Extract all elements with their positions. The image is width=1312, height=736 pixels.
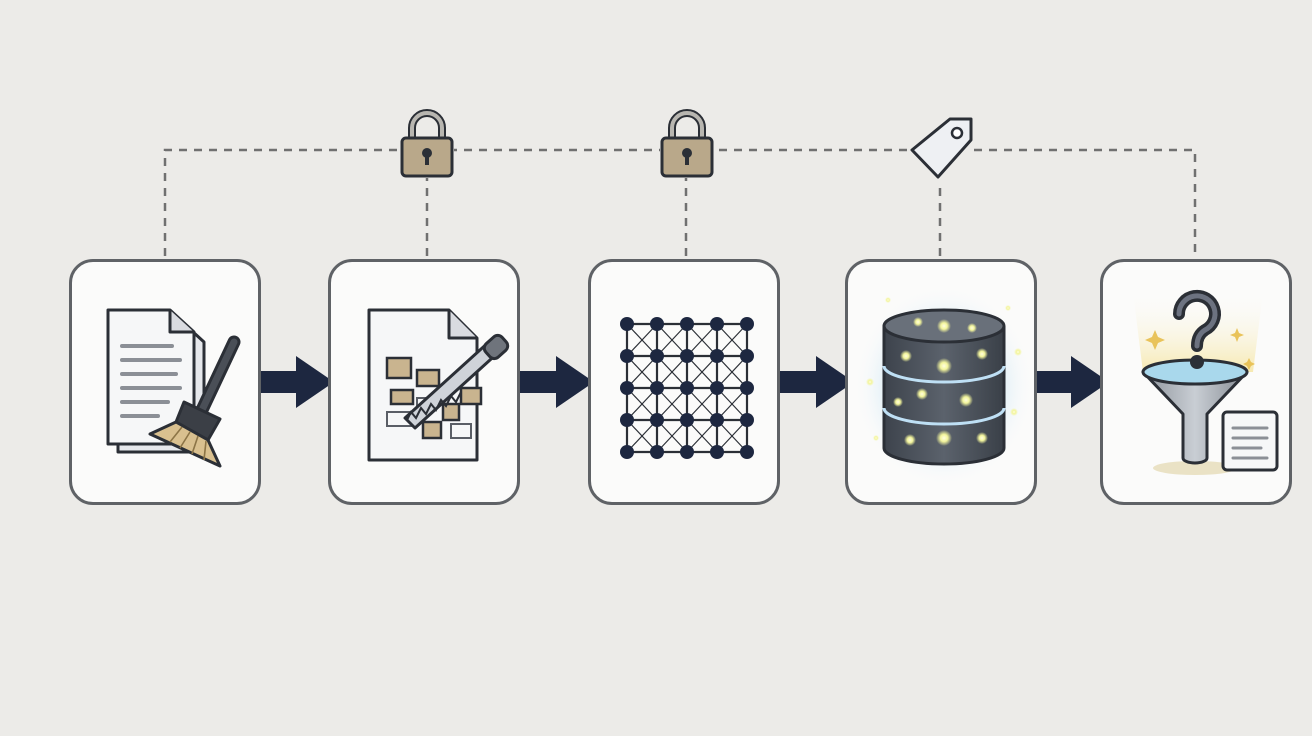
grid-edge bbox=[656, 419, 688, 453]
stage-card-cleaning bbox=[69, 259, 261, 505]
grid-node bbox=[650, 349, 664, 363]
grid-edge bbox=[656, 323, 688, 357]
stage-card-vector-store bbox=[845, 259, 1037, 505]
grid-edge bbox=[656, 387, 688, 421]
grid-edge bbox=[626, 419, 658, 453]
grid-node bbox=[650, 445, 664, 459]
grid-node bbox=[680, 349, 694, 363]
grid-node bbox=[680, 317, 694, 331]
flow-arrow bbox=[778, 356, 854, 408]
grid-node bbox=[620, 317, 634, 331]
grid-edge bbox=[686, 419, 718, 453]
lock-icon bbox=[660, 109, 714, 178]
grid-node bbox=[650, 317, 664, 331]
grid-node bbox=[650, 381, 664, 395]
flow-arrow bbox=[1034, 356, 1109, 408]
grid-node bbox=[740, 413, 754, 427]
grid-edge bbox=[716, 387, 748, 421]
grid-node bbox=[740, 381, 754, 395]
document-saw-icon bbox=[367, 308, 510, 462]
grid-node bbox=[740, 445, 754, 459]
grid-node bbox=[620, 349, 634, 363]
grid-edge bbox=[686, 355, 718, 389]
grid-node bbox=[680, 381, 694, 395]
stage-card-chunking bbox=[328, 259, 520, 505]
grid-edge bbox=[716, 355, 748, 389]
flow-arrow bbox=[518, 356, 594, 408]
grid-node bbox=[680, 413, 694, 427]
grid-node bbox=[740, 349, 754, 363]
grid-edge bbox=[716, 419, 748, 453]
grid-node bbox=[710, 317, 724, 331]
grid-node bbox=[650, 413, 664, 427]
grid-node bbox=[710, 349, 724, 363]
stage-card-embedding bbox=[588, 259, 780, 505]
tag-icon bbox=[905, 113, 977, 186]
grid-edge bbox=[626, 323, 658, 357]
flow-arrow bbox=[259, 356, 334, 408]
grid-node bbox=[710, 381, 724, 395]
grid-node bbox=[620, 381, 634, 395]
grid-edge bbox=[686, 387, 718, 421]
grid-edge bbox=[656, 355, 688, 389]
grid-node bbox=[620, 413, 634, 427]
grid-node bbox=[620, 445, 634, 459]
grid-node bbox=[710, 413, 724, 427]
grid-node bbox=[740, 317, 754, 331]
grid-edge bbox=[686, 323, 718, 357]
query-funnel-icon bbox=[1133, 289, 1279, 475]
grid-node bbox=[680, 445, 694, 459]
stage-card-query-retrieval bbox=[1100, 259, 1292, 505]
node-grid-icon bbox=[620, 317, 754, 459]
lock-icon bbox=[400, 109, 454, 178]
document-broom-icon bbox=[106, 308, 241, 468]
grid-edge bbox=[626, 387, 658, 421]
grid-edge bbox=[626, 355, 658, 389]
glowing-database-icon bbox=[854, 286, 1034, 486]
grid-node bbox=[710, 445, 724, 459]
grid-edge bbox=[716, 323, 748, 357]
